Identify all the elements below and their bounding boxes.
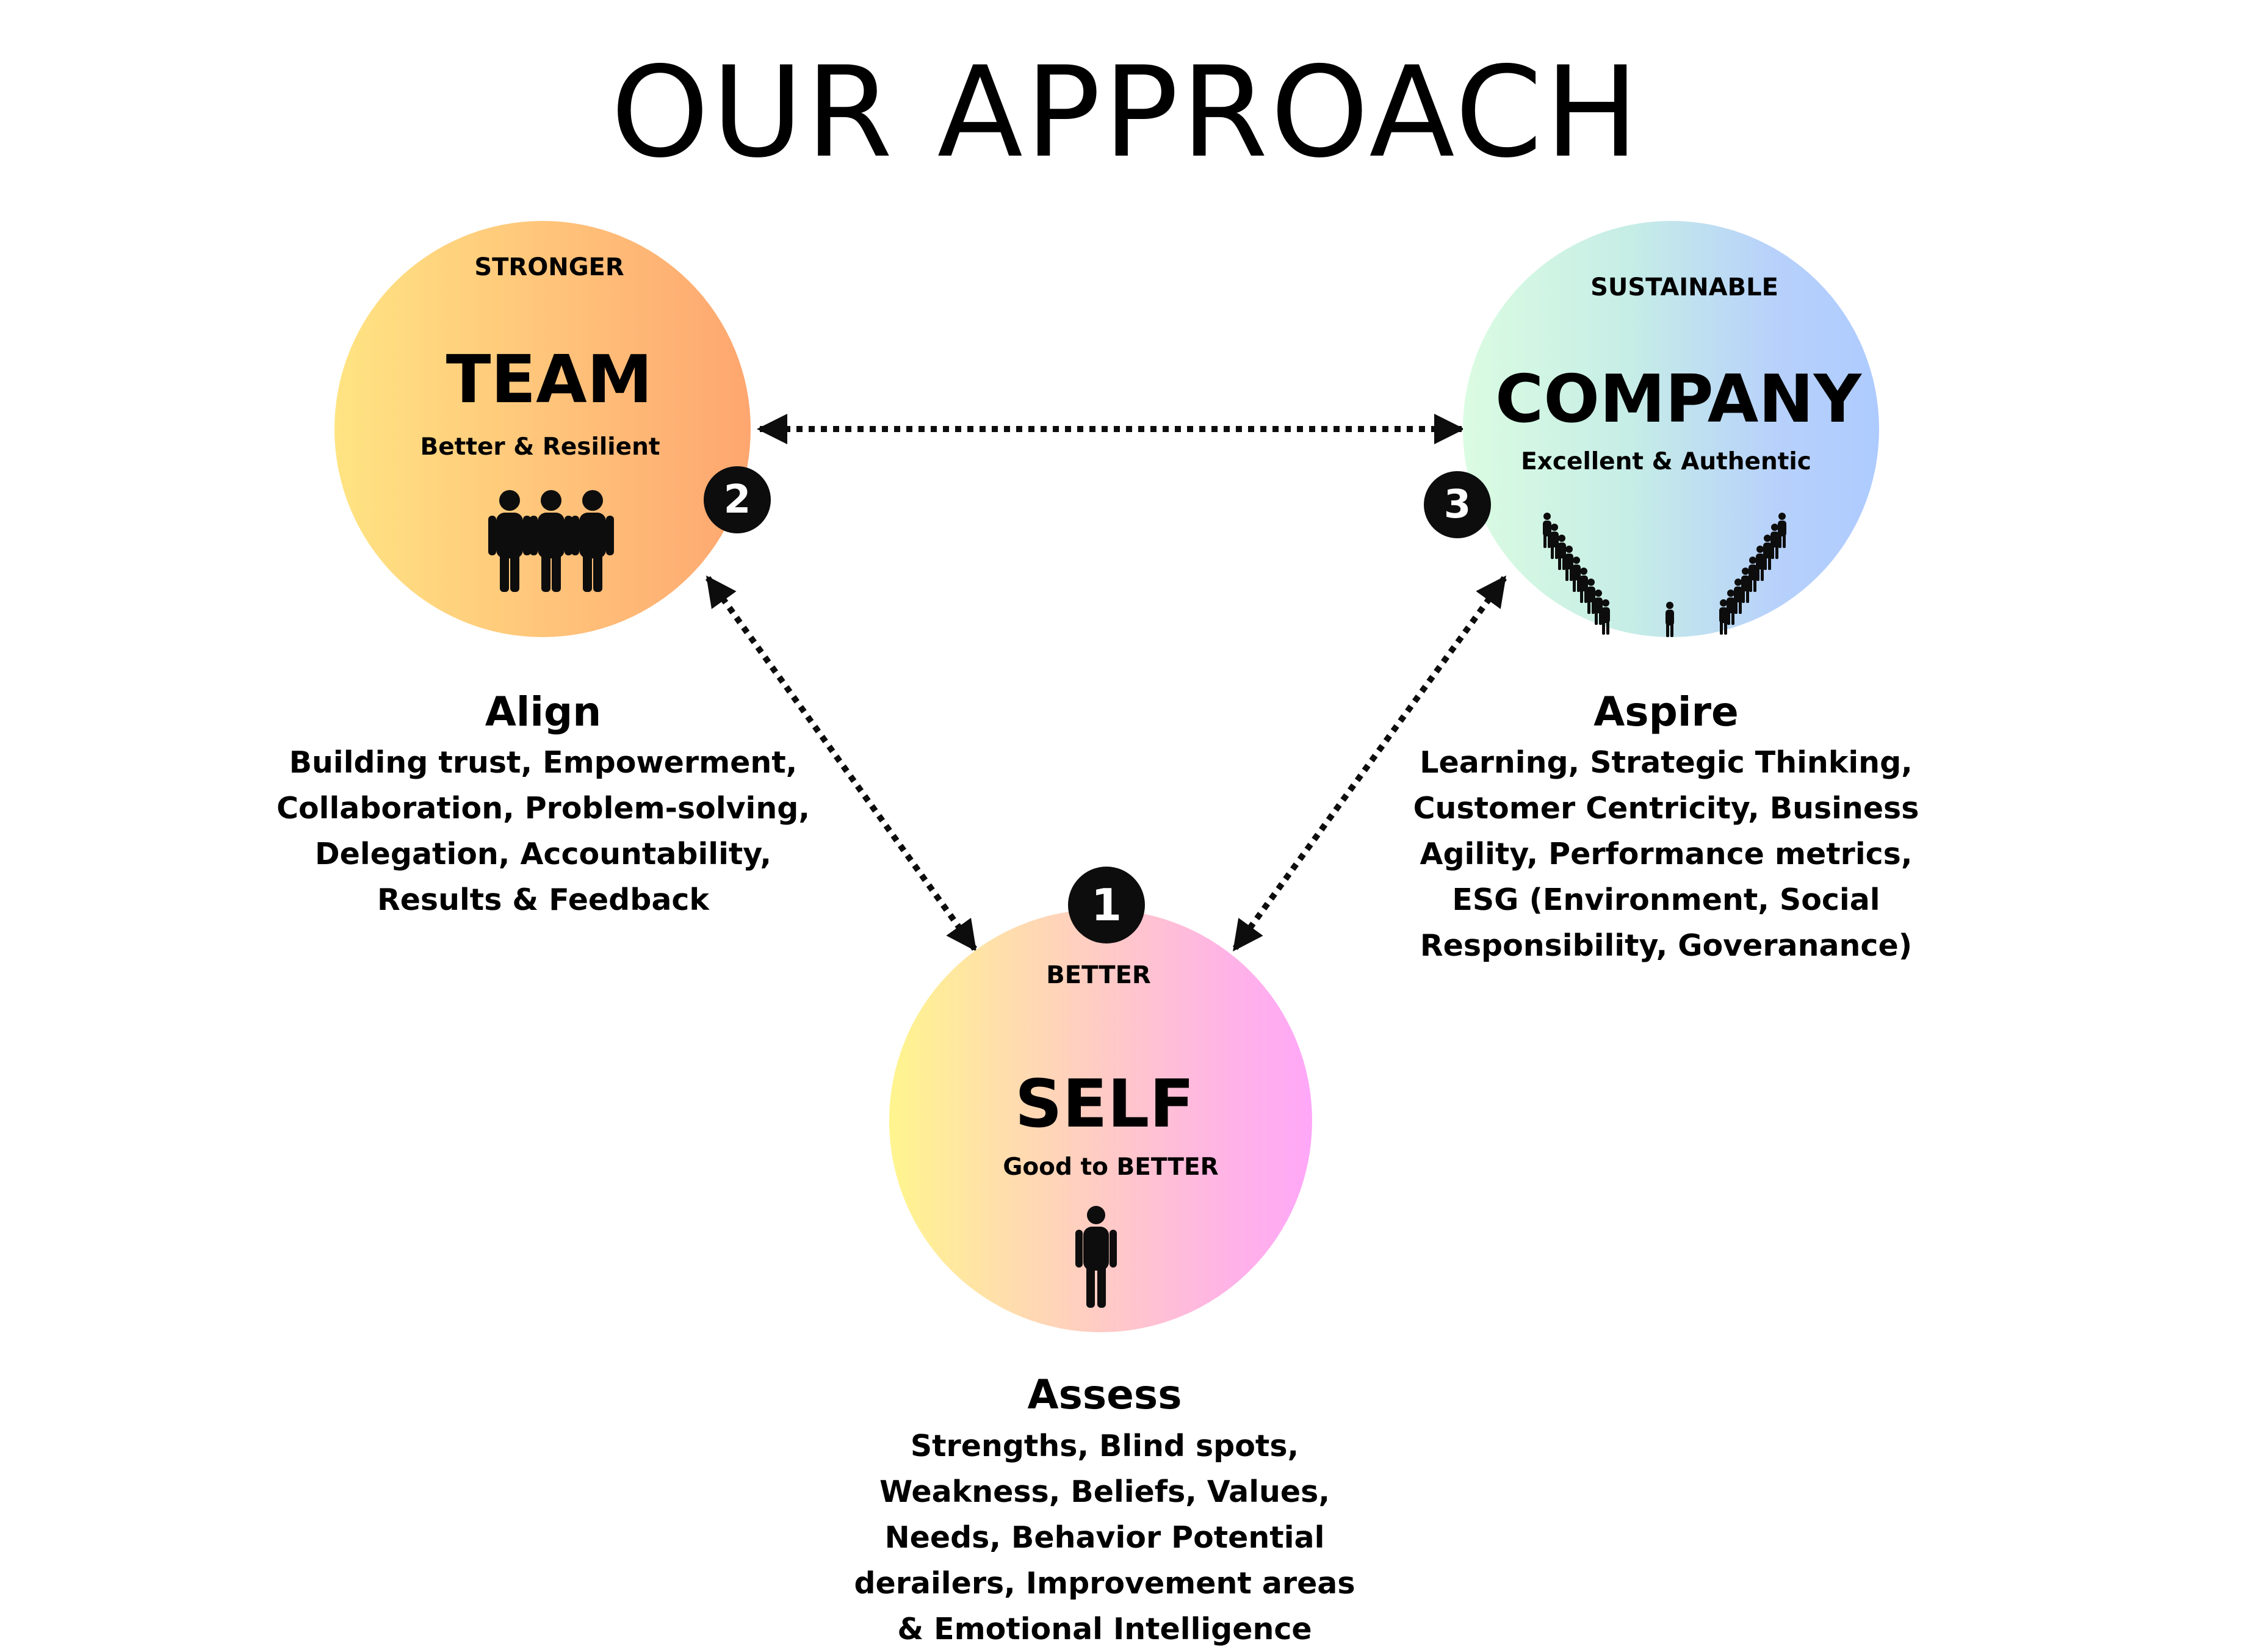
company-description: Learning, Strategic Thinking, Customer C… [1413, 745, 1919, 963]
company-heading: Aspire [1593, 688, 1739, 735]
self-description: Strengths, Blind spots, Weakness, Belief… [854, 1429, 1355, 1647]
team-description: Building trust, Empowerment, Collaborati… [276, 745, 810, 917]
crowd-formation-icon [1543, 513, 1786, 637]
self-name: SELF [1014, 1066, 1195, 1142]
team-name: TEAM [446, 342, 653, 418]
company-name: COMPANY [1495, 361, 1861, 438]
team-step-badge: 2 [704, 466, 771, 533]
team-heading: Align [485, 688, 602, 735]
single-person-icon [1075, 1206, 1117, 1308]
self-top-label: BETTER [1046, 961, 1151, 989]
company-step-badge: 3 [1424, 471, 1491, 538]
page-title: OUR APPROACH [610, 40, 1642, 186]
self-heading: Assess [1027, 1371, 1182, 1418]
self-subtitle: Good to BETTER [1003, 1153, 1219, 1181]
company-circle [1463, 221, 1879, 637]
company-top-label: SUSTAINABLE [1590, 273, 1778, 301]
company-subtitle: Excellent & Authentic [1521, 448, 1811, 475]
self-step-badge: 1 [1068, 867, 1145, 943]
group-of-three-people-icon [488, 490, 614, 592]
team-subtitle: Better & Resilient [420, 433, 660, 461]
team-top-label: STRONGER [474, 253, 624, 281]
